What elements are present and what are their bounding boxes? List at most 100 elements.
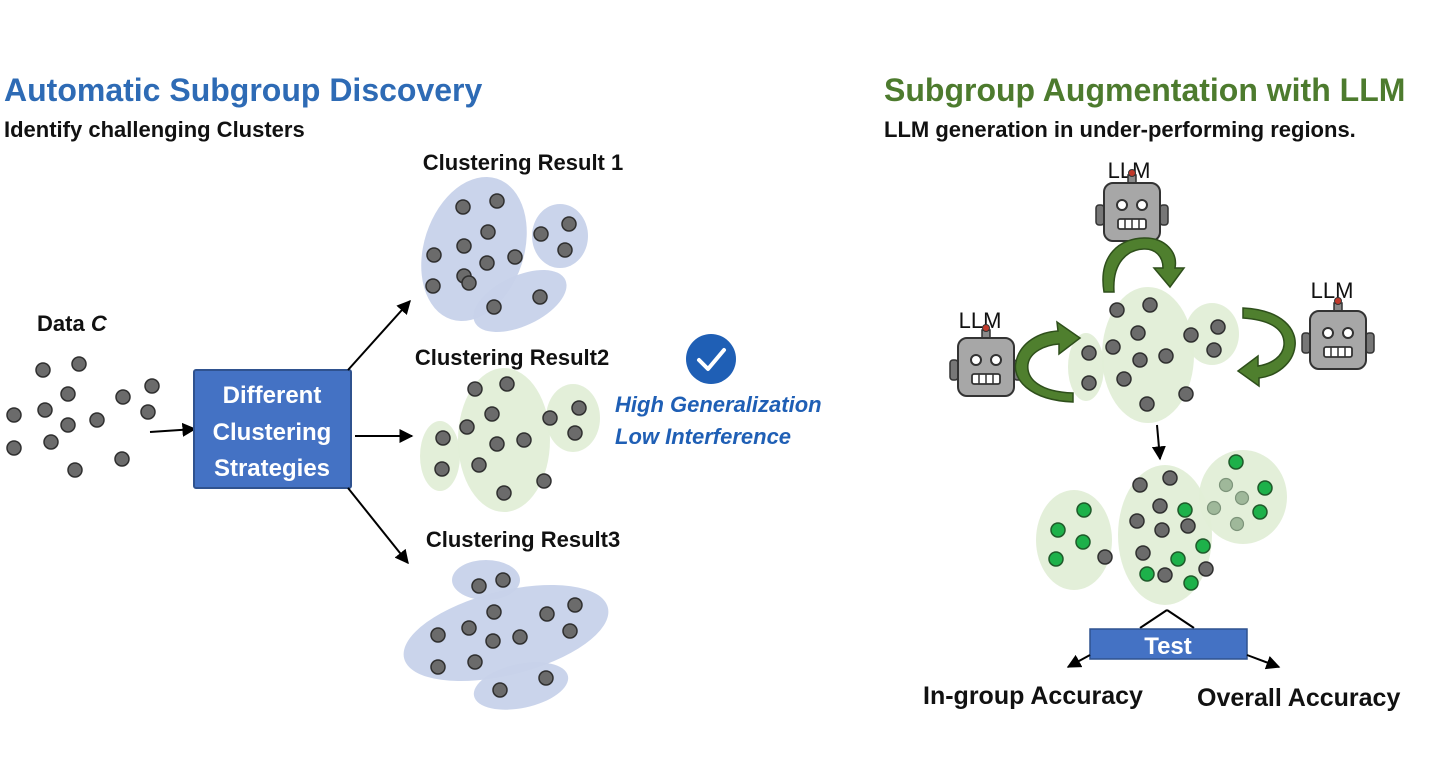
overall-accuracy-label: Overall Accuracy [1197,684,1400,712]
cluster-blob [458,368,550,512]
cluster-point [532,289,548,305]
new-point [1075,534,1091,550]
cluster-point [489,436,505,452]
cluster-point [489,193,505,209]
ingroup-accuracy-label: In-group Accuracy [923,682,1143,710]
cluster-point [1162,470,1178,486]
new-point [1177,502,1193,518]
cluster-point [499,376,515,392]
curved-arrow-right [1236,307,1296,388]
curved-arrow-top [1102,237,1186,293]
cluster-point [461,620,477,636]
cluster-point [542,410,558,426]
cluster-point [1183,327,1199,343]
cluster-point [471,457,487,473]
cluster-blob [1185,303,1239,365]
cluster-point [533,226,549,242]
new-point [1139,566,1155,582]
robot-icon [949,323,1023,397]
cluster-point [1180,518,1196,534]
new-point [1170,551,1186,567]
data-point [60,386,76,402]
data-to-strategy-arrow [149,422,197,437]
cluster-point [1109,302,1125,318]
clustering-result-2 [420,368,600,512]
cluster-point [567,597,583,613]
right-subheading: LLM generation in under-performing regio… [884,117,1356,142]
test-connector [1166,609,1195,629]
data-point [89,412,105,428]
cluster-point [1178,386,1194,402]
cluster-point [562,623,578,639]
data-point [114,451,130,467]
cluster-point [425,278,441,294]
to-overall-arrow [1246,654,1281,670]
cluster-blob [1102,287,1194,423]
cluster-point [496,485,512,501]
cluster-point [557,242,573,258]
cluster-point [467,381,483,397]
cluster-point [430,627,446,643]
cluster-point [507,249,523,265]
cluster-point [1097,549,1113,565]
cluster-point [1135,545,1151,561]
curved-arrow-left [1014,320,1082,403]
cluster-point [486,604,502,620]
strategy-to-result3-arrow [347,487,409,565]
cluster-point [561,216,577,232]
cluster-point [495,572,511,588]
data-point [67,462,83,478]
strategy-to-result1-arrow [347,299,411,371]
test-label: Test [1144,633,1192,660]
cluster-point [512,629,528,645]
new-point [1252,504,1268,520]
left-heading: Automatic Subgroup Discovery [4,72,483,108]
cluster-point [1142,297,1158,313]
cluster-point [461,275,477,291]
to-ingroup-arrow [1066,654,1091,668]
faded-point [1234,490,1250,506]
augmentation-clusters [1068,287,1239,423]
strategy-line-1: Different [223,382,322,409]
cluster-point [456,238,472,254]
robot-icon [1301,296,1375,370]
data-label: Data C [37,311,108,336]
cluster-point [1210,319,1226,335]
data-point [6,407,22,423]
cluster-point [1129,513,1145,529]
cluster-point [1158,348,1174,364]
test-connector [1139,609,1168,629]
data-point [144,378,160,394]
data-point [115,389,131,405]
new-point [1195,538,1211,554]
cluster-blob [452,560,520,600]
new-point [1257,480,1273,496]
llm-label-right: LLM [1311,278,1354,303]
cluster-point [480,224,496,240]
cluster-point [1081,375,1097,391]
new-point [1076,502,1092,518]
cluster-point [479,255,495,271]
cluster-point [1132,477,1148,493]
data-point [35,362,51,378]
property-low-interference: Low Interference [615,424,791,449]
result2-label: Clustering Result2 [415,345,609,370]
data-points [6,356,160,478]
augmented-clusters [1036,450,1287,605]
cluster-point [539,606,555,622]
cluster-blob [1036,490,1112,590]
cluster-point [538,670,554,686]
cluster-point [1152,498,1168,514]
cluster-point [1105,339,1121,355]
cluster-point [467,654,483,670]
left-subheading: Identify challenging Clusters [4,117,305,142]
cluster-point [435,430,451,446]
new-point [1183,575,1199,591]
data-point [140,404,156,420]
cluster-point [1116,371,1132,387]
cluster-point [567,425,583,441]
data-point [60,417,76,433]
data-point [43,434,59,450]
cluster-point [430,659,446,675]
